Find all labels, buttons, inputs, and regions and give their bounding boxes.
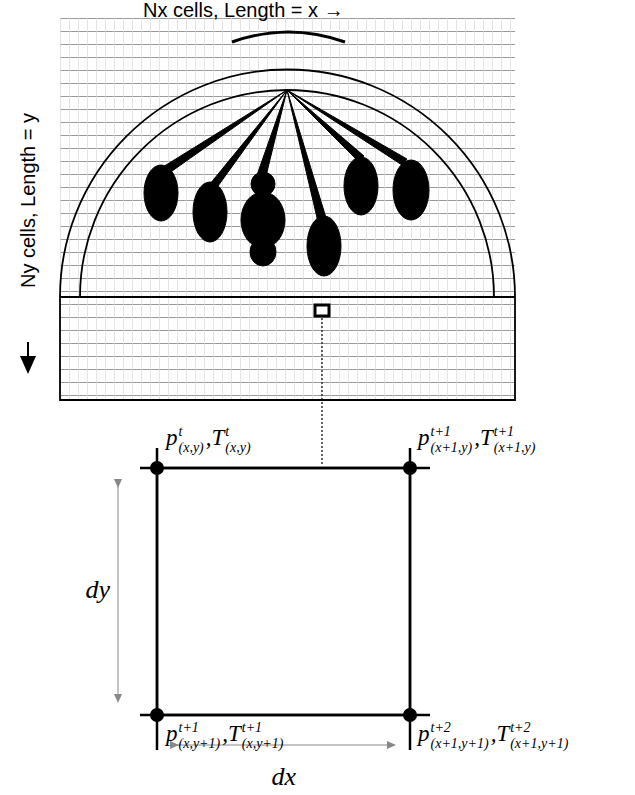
dy-dimension: [118, 484, 119, 699]
time-index: t: [225, 424, 250, 440]
grid-index: (x,y+1): [242, 736, 284, 752]
separator: ,: [206, 425, 212, 450]
grid-index: (x,y): [225, 440, 250, 456]
time-index: t: [179, 424, 204, 440]
node-variables: pt+2(x+1,y+1),Tt+2(x+1,y+1): [418, 720, 570, 752]
time-index: t+1: [179, 720, 221, 736]
cell-square: [157, 468, 410, 715]
variable-symbol: p: [418, 721, 430, 746]
index-stack: t+1(x+1,y): [431, 424, 473, 456]
variable-symbol: T: [228, 721, 241, 746]
dimension-label: dy: [86, 575, 111, 605]
dimension-label: dx: [272, 762, 297, 792]
outer-dome: [60, 70, 515, 298]
grid-index: (x+1,y+1): [510, 736, 568, 752]
pendulums: [144, 90, 429, 276]
variable-symbol: T: [212, 425, 225, 450]
variable-symbol: p: [166, 425, 178, 450]
cell-lines: [140, 448, 430, 750]
y-arrow: [27, 342, 29, 366]
grid-index: (x,y+1): [179, 736, 221, 752]
top-arc: [232, 32, 345, 42]
cell-marker: [315, 305, 329, 316]
axis-label: Ny cells, Length = y: [17, 112, 40, 287]
time-index: t+1: [242, 720, 284, 736]
index-stack: t+2(x+1,y+1): [510, 720, 568, 752]
zoom-leader: [321, 318, 322, 466]
variable-symbol: p: [418, 425, 430, 450]
variable-symbol: T: [496, 721, 509, 746]
variable-symbol: T: [480, 425, 493, 450]
time-index: t+2: [510, 720, 568, 736]
grid-index: (x+1,y+1): [431, 736, 489, 752]
index-stack: t+1(x,y+1): [179, 720, 221, 752]
inner-dome: [80, 90, 494, 297]
separator: ,: [222, 721, 228, 746]
index-stack: t(x,y): [225, 424, 250, 456]
node-variables: pt(x,y),Tt(x,y): [166, 424, 253, 456]
variable-symbol: p: [166, 721, 178, 746]
time-index: t+2: [431, 720, 489, 736]
grid-index: (x+1,y): [431, 440, 473, 456]
time-index: t+1: [494, 424, 536, 440]
base-block: [60, 297, 515, 400]
node-variables: pt+1(x,y+1),Tt+1(x,y+1): [166, 720, 285, 752]
grid-index: (x,y): [179, 440, 204, 456]
separator: ,: [474, 425, 480, 450]
index-stack: t+1(x+1,y): [494, 424, 536, 456]
time-index: t+1: [431, 424, 473, 440]
index-stack: t+1(x,y+1): [242, 720, 284, 752]
grid-index: (x+1,y): [494, 440, 536, 456]
node-variables: pt+1(x+1,y),Tt+1(x+1,y): [418, 424, 537, 456]
separator: ,: [491, 721, 497, 746]
index-stack: t(x,y): [179, 424, 204, 456]
node-dots: [150, 461, 417, 722]
axis-label: Nx cells, Length = x →: [143, 0, 344, 22]
index-stack: t+2(x+1,y+1): [431, 720, 489, 752]
cell-grid: [60, 18, 515, 400]
